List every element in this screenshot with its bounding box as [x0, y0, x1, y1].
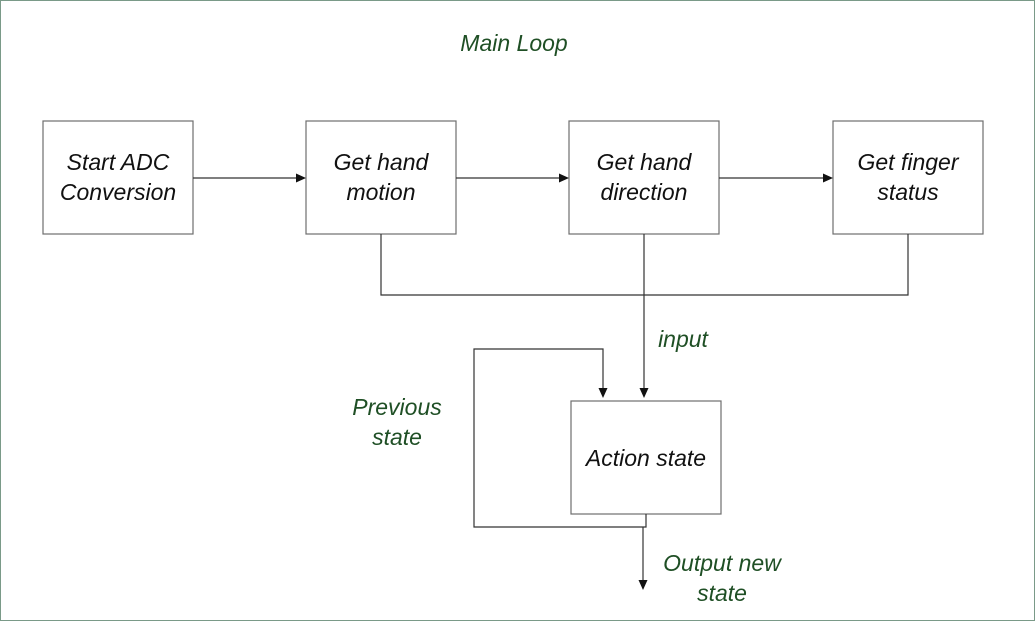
- finger-status-label-line1: Get finger: [858, 149, 960, 175]
- output-new-state-label-line1: Output new: [663, 550, 782, 576]
- arrow-motion-to-direction: [456, 173, 569, 183]
- output-arrow: [638, 527, 648, 590]
- hand-motion-label-line1: Get hand: [334, 149, 430, 175]
- start-adc-label-line1: Start ADC: [67, 149, 170, 175]
- hand-motion-label-line2: motion: [346, 179, 415, 205]
- start-adc-box: Start ADC Conversion: [42, 120, 194, 235]
- arrow-direction-to-finger: [719, 173, 833, 183]
- action-state-box: Action state: [570, 400, 722, 515]
- hand-direction-box: Get hand direction: [568, 120, 720, 235]
- arrow-start-to-motion: [193, 173, 306, 183]
- feedback-loop: [473, 348, 647, 528]
- diagram-title: Main Loop: [460, 30, 568, 56]
- hand-motion-box: Get hand motion: [305, 120, 457, 235]
- finger-status-label-line2: status: [877, 179, 939, 205]
- hand-direction-label-line1: Get hand: [597, 149, 693, 175]
- previous-state-label-line2: state: [372, 424, 422, 450]
- previous-state-label-line1: Previous: [352, 394, 442, 420]
- input-bus: [380, 234, 909, 398]
- input-label: input: [658, 326, 709, 352]
- action-state-label: Action state: [584, 445, 706, 471]
- finger-status-box: Get finger status: [832, 120, 984, 235]
- output-new-state-label-line2: state: [697, 580, 747, 606]
- start-adc-label-line2: Conversion: [60, 179, 176, 205]
- hand-direction-label-line2: direction: [601, 179, 688, 205]
